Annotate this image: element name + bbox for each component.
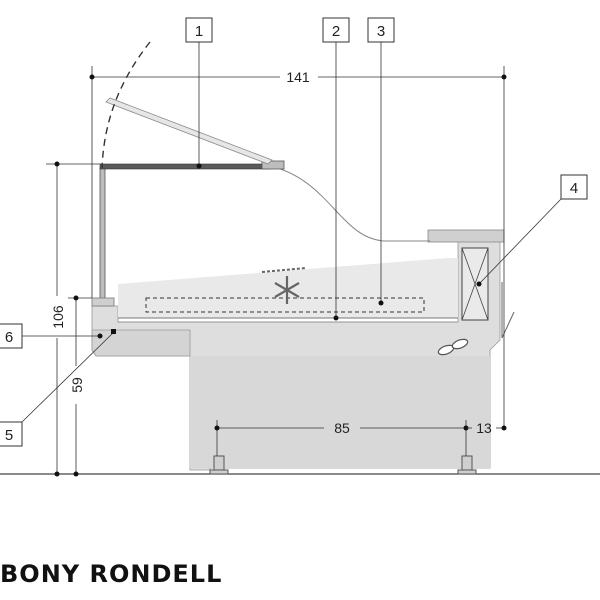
- fan-icon: [437, 338, 469, 356]
- callout-box-2: [322, 17, 350, 43]
- glass-curve: [269, 165, 430, 242]
- callout-label-4: 4: [570, 180, 578, 197]
- callout-label-1: 1: [195, 23, 203, 40]
- front-step: [91, 329, 191, 357]
- counter-base: [190, 356, 490, 468]
- callout-label-5: 5: [5, 427, 13, 444]
- feet: [209, 455, 477, 475]
- callout-label-3: 3: [377, 23, 385, 40]
- evaporator-dashed: [145, 297, 425, 313]
- callout-label-2: 2: [332, 23, 340, 40]
- dim-13-label: 13: [476, 420, 492, 436]
- lamp-strip: [261, 267, 307, 273]
- snowflake-icon: [274, 276, 300, 304]
- lid-swing-arc: [101, 41, 151, 169]
- rear-top-plate: [427, 229, 505, 243]
- dim-106-label: 106: [50, 305, 66, 329]
- opened-lid: [105, 97, 273, 165]
- callout-box-5: [0, 421, 23, 447]
- dim-59-label: 59: [69, 377, 85, 393]
- callout-box-3: [367, 17, 395, 43]
- dim-141-label: 141: [286, 69, 310, 85]
- dim-85-label: 85: [334, 420, 350, 436]
- top-shelf: [99, 163, 271, 170]
- front-post: [99, 167, 106, 301]
- product-title: BONY RONDELL: [0, 560, 223, 588]
- callout-label-6: 6: [5, 329, 13, 346]
- callout-box-4: [560, 174, 588, 200]
